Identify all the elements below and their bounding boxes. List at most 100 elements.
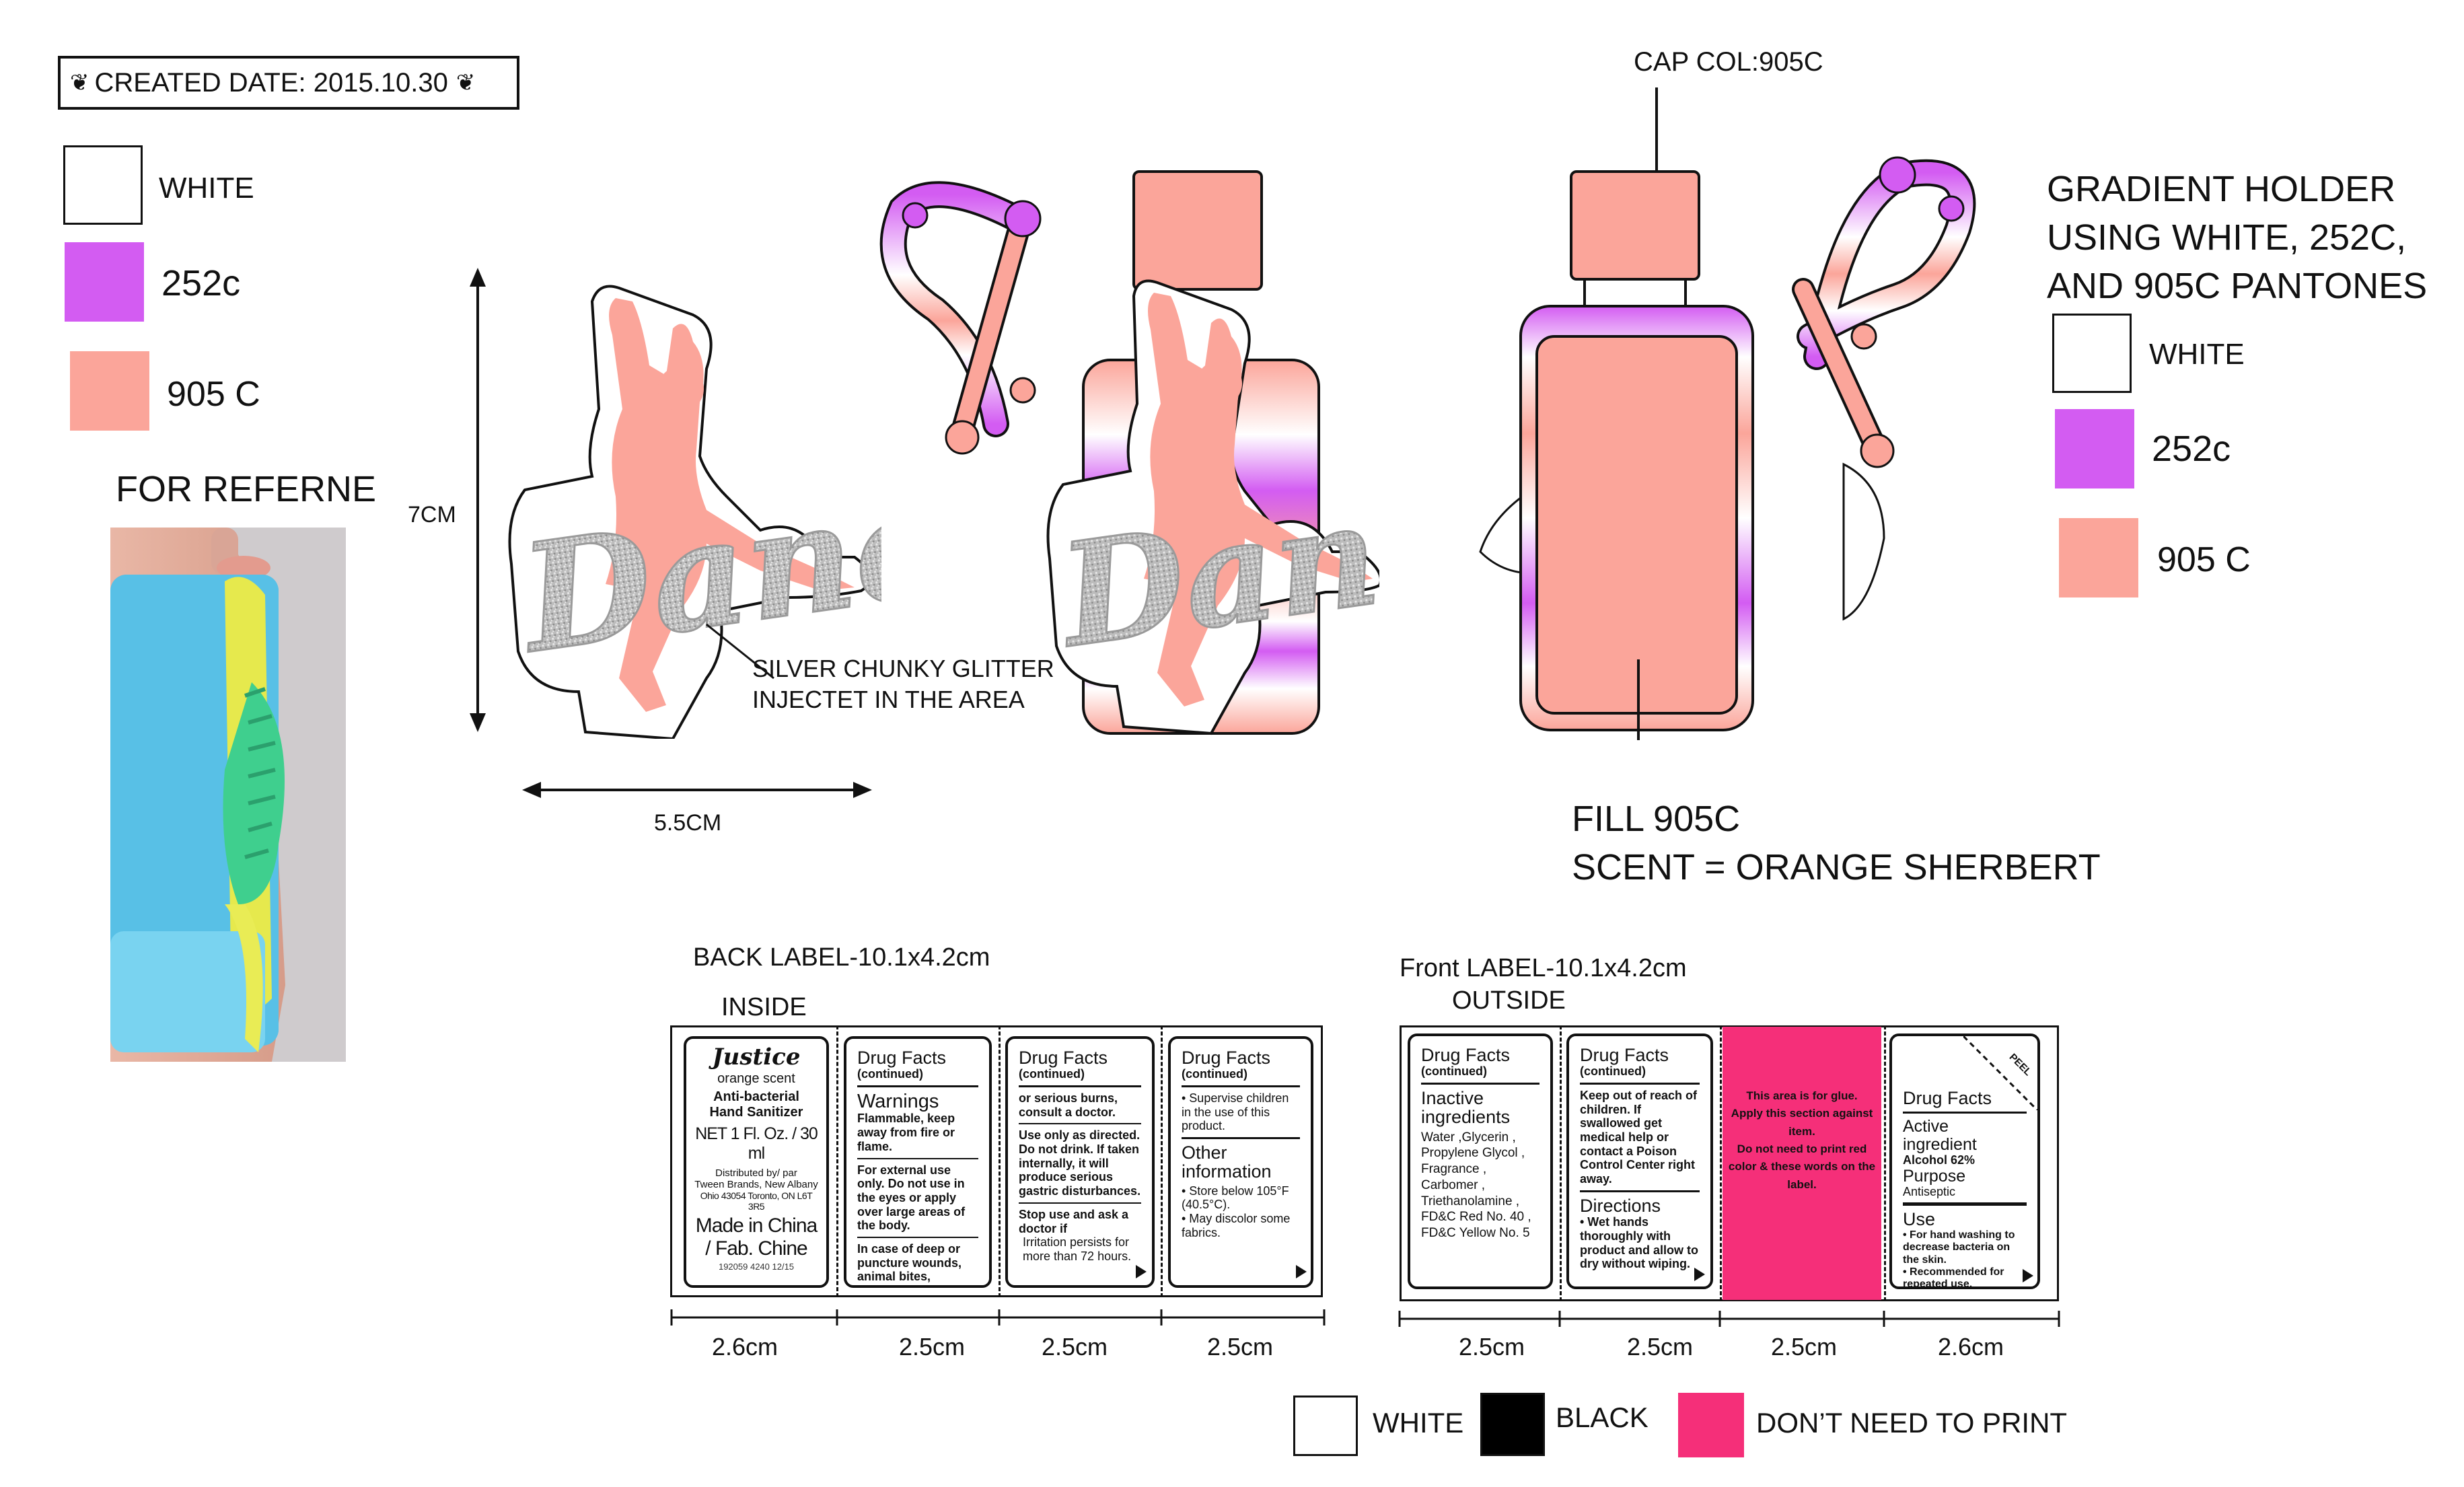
use-text1: • For hand washing to decrease bacteria … [1903,1229,2015,1266]
front-dim-2: 2.5cm [1627,1333,1694,1361]
rule [1903,1202,2027,1206]
fill-label: FILL 905C [1572,799,1741,839]
purpose-text: Antiseptic [1903,1184,1956,1198]
rule [1019,1202,1141,1204]
glue-text3: Do not need to print red color & these w… [1728,1143,1876,1191]
drug-facts-title: Drug Facts [1421,1045,1511,1065]
directions-text: • Wet hands thoroughly with product and … [1580,1215,1698,1271]
made-in-line2: / Fab. Chine [705,1237,807,1260]
usage-text2: Use only as directed. Do not drink. If t… [1019,1128,1141,1198]
rule [857,1157,978,1159]
usage-text3: Stop use and ask a doctor if [1019,1207,1129,1235]
keep-out-text: Keep out of reach of children. If swallo… [1580,1089,1698,1186]
front-label-title: Front LABEL-10.1x4.2cm [1400,954,1687,982]
product-line1: Anti-bacterial [713,1089,799,1104]
fold-line [836,1025,838,1297]
rule [857,1236,978,1238]
fold-line [999,1025,1001,1297]
usage-text4: Irritation persists for more than 72 hou… [1023,1235,1132,1263]
swatch-252c [65,242,144,322]
scent-label: SCENT = ORANGE SHERBERT [1572,847,2101,887]
directions-heading: Directions [1580,1195,1661,1216]
legend-label-905c: 905 C [167,375,260,414]
store-text: • Store below 105°F (40.5°C). [1182,1184,1289,1212]
scent-text: orange scent [717,1071,795,1086]
back-panel-warnings: Drug Facts (continued) Warnings Flammabl… [844,1036,992,1288]
warnings-text2: For external use only. Do not use in the… [857,1163,966,1233]
rule [1580,1190,1700,1192]
fold-line [1884,1025,1886,1301]
bottom-legend-white: WHITE [1373,1407,1464,1439]
heart-icon: ❦ [456,70,476,96]
warnings-text3: In case of deep or puncture wounds, anim… [857,1241,962,1284]
distributor-line2: Tween Brands, New Albany [694,1179,818,1190]
continue-arrow-icon [1694,1268,1705,1281]
rule [1182,1085,1300,1088]
rule [857,1085,978,1088]
continued-text: (continued) [857,1067,923,1081]
front-label-dimension-line [1398,1311,2060,1327]
drug-facts-title: Drug Facts [1182,1048,1271,1068]
glitter-note-line1: SILVER CHUNKY GLITTER [752,655,1054,682]
brand-logo: Justice [712,1044,801,1071]
usage-text1: or serious burns, consult a doctor. [1019,1091,1118,1119]
reference-title: FOR REFERNE [116,469,377,509]
back-panel-brand: Justice orange scent Anti-bacterial Hand… [684,1036,829,1288]
distributor-line3: Ohio 43054 Toronto, ON L6T 3R5 [700,1190,813,1212]
swatch-white-right [2052,314,2132,393]
bottom-swatch-black [1480,1393,1545,1456]
back-panel-other-info: Drug Facts (continued) • Supervise child… [1168,1036,1313,1288]
inactive-heading: Inactive ingredients [1421,1088,1511,1128]
continued-text: (continued) [1019,1067,1085,1081]
legend-label-white: WHITE [159,172,254,205]
fold-line [1560,1025,1562,1301]
gradient-holder-title-2: USING WHITE, 252C, [2047,217,2407,258]
bottle-back-view [1479,156,1976,740]
back-dim-3: 2.5cm [1042,1333,1108,1361]
use-text2: • Recommended for repeated use. [1903,1266,2004,1289]
use-heading: Use [1903,1209,1936,1230]
bottom-swatch-pink [1678,1393,1744,1457]
back-panel-usage: Drug Facts (continued) or serious burns,… [1005,1036,1155,1288]
drug-facts-title: Drug Facts [857,1048,947,1068]
inactive-text: Water ,Glycerin , Propylene Glycol , Fra… [1421,1130,1531,1241]
bottom-legend-black: BLACK [1556,1402,1648,1433]
fold-line [1161,1025,1163,1297]
bottle-front-with-charm: Dance [879,170,1379,735]
bottom-legend-dont-print: DON’T NEED TO PRINT [1756,1407,2068,1439]
created-date-box: ❦ CREATED DATE: 2015.10.30 ❦ [58,56,519,110]
supervise-text: • Supervise children in the use of this … [1182,1091,1289,1133]
net-content: NET 1 Fl. Oz. / 30 ml [695,1124,818,1163]
product-line2: Hand Sanitizer [709,1105,803,1120]
front-dim-4: 2.6cm [1938,1333,2004,1361]
height-label: 7CM [408,502,456,528]
drug-facts-title: Drug Facts [1903,1088,1992,1108]
back-dim-4: 2.5cm [1207,1333,1274,1361]
front-panel-glue-area: This area is for glue. Apply this sectio… [1723,1027,1881,1300]
drug-facts-title: Drug Facts [1019,1048,1108,1068]
purpose-heading: Purpose [1903,1166,1966,1186]
drug-facts-title: Drug Facts [1580,1045,1669,1065]
back-dim-2: 2.5cm [899,1333,966,1361]
continued-text: (continued) [1580,1064,1646,1079]
cap-color-label: CAP COL:905C [1634,47,1823,77]
right-legend-label-905c: 905 C [2157,540,2251,579]
continued-text: (continued) [1182,1067,1247,1081]
swatch-905c-right [2059,518,2138,597]
warnings-heading: Warnings [857,1091,939,1113]
width-dimension-arrow [522,782,872,798]
front-panel-inactive: Drug Facts (continued) Inactive ingredie… [1408,1033,1553,1289]
back-dim-1: 2.6cm [712,1333,778,1361]
rule [1019,1085,1141,1088]
rule [1421,1083,1539,1085]
dance-charm-illustration: Dance [507,285,881,739]
back-label-dimension-line [670,1309,1326,1326]
front-panel-active: PEEL Drug Facts Active ingredient Alcoho… [1889,1033,2040,1289]
created-date-text: CREATED DATE: 2015.10.30 [94,68,448,98]
glue-text2: Apply this section against item. [1731,1107,1873,1138]
rule [1182,1137,1300,1140]
right-legend-label-252c: 252c [2152,429,2231,469]
back-label-subtitle: INSIDE [721,993,807,1021]
glitter-note-line2: INJECTET IN THE AREA [752,686,1025,713]
other-info-heading: Other information [1182,1143,1272,1182]
